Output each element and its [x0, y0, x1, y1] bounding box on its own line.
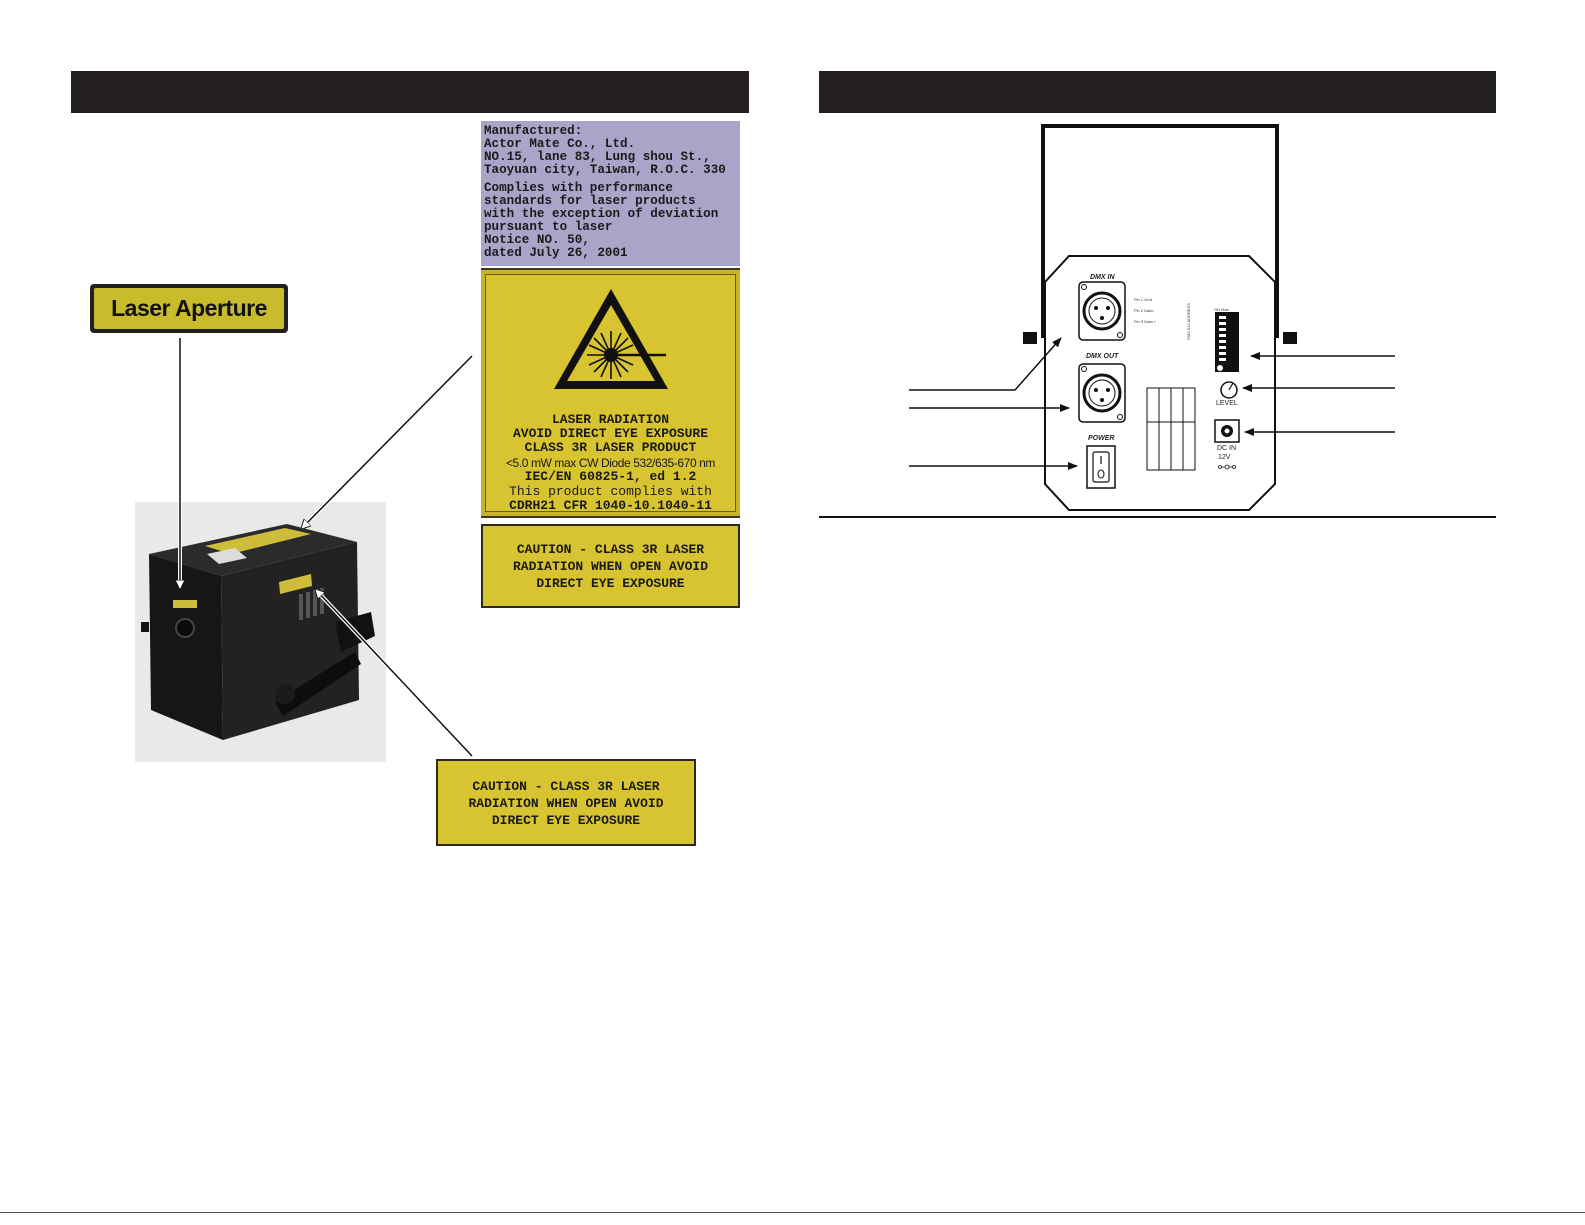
- caution-label-arrow: [316, 590, 473, 757]
- left-leader-arrows: [0, 338, 474, 758]
- laser-aperture-label: Laser Aperture: [90, 284, 288, 333]
- mfg-line: NO.15, lane 83, Lung shou St.,: [484, 150, 711, 164]
- mfg-line: Actor Mate Co., Ltd.: [484, 137, 636, 151]
- mfg-line: Complies with performance: [484, 181, 673, 195]
- dmx-out-label: DMX OUT: [1086, 353, 1119, 360]
- mfg-line: pursuant to laser: [484, 220, 613, 234]
- product-photo: [135, 502, 386, 762]
- warning-label-arrow: [302, 355, 473, 528]
- mfg-line: Notice NO. 50,: [484, 233, 590, 247]
- warning-line: LASER RADIATION: [551, 412, 670, 427]
- laser-aperture-text: Laser Aperture: [94, 288, 284, 329]
- warning-line: <5.0 mW max CW Diode 532/635-670 nm: [505, 456, 716, 470]
- dc-in-label: DC IN: [1217, 445, 1237, 452]
- caution-label-upper: CAUTION - CLASS 3R LASER RADIATION WHEN …: [481, 524, 740, 608]
- caution-line: RADIATION WHEN OPEN AVOID: [468, 796, 664, 811]
- pin-label: Pin 3 Data +: [1134, 319, 1157, 324]
- left-section-header-bar: [71, 71, 749, 113]
- mfg-line: with the exception of deviation: [484, 207, 719, 221]
- warning-line: This product complies with: [509, 484, 712, 499]
- callout-dmx-in: [909, 337, 1062, 391]
- warning-line: CDRH21 CFR 1040-10.1040-11: [509, 498, 712, 513]
- warning-line: CLASS 3R LASER PRODUCT: [524, 440, 697, 455]
- manufacturer-label: Manufactured: Actor Mate Co., Ltd. NO.15…: [481, 121, 740, 266]
- laser-hazard-icon: [554, 289, 668, 389]
- mfg-line: Manufactured:: [484, 124, 583, 138]
- rear-panel-diagram: [819, 124, 1496, 518]
- caution-line: DIRECT EYE EXPOSURE: [536, 576, 685, 591]
- pin-label: Pin 2 Data -: [1134, 308, 1156, 313]
- caution-line: CAUTION - CLASS 3R LASER: [472, 779, 660, 794]
- right-section-header-bar: [819, 71, 1496, 113]
- warning-label-inner: LASER RADIATION AVOID DIRECT EYE EXPOSUR…: [485, 274, 736, 513]
- laser-unit-illustration: [141, 524, 375, 740]
- page-bottom-rule: [0, 1212, 1585, 1213]
- pin-label: Pin 1 Gnd: [1134, 297, 1152, 302]
- caution-label-lower: CAUTION - CLASS 3R LASER RADIATION WHEN …: [436, 759, 696, 846]
- dip-on-label: ON Mas: [1214, 307, 1229, 312]
- level-label: LEVEL: [1216, 400, 1238, 407]
- laser-warning-label: LASER RADIATION AVOID DIRECT EYE EXPOSUR…: [481, 268, 740, 518]
- mfg-line: dated July 26, 2001: [484, 246, 628, 260]
- dip-address-label: DMX 512 ADDRESS: [1186, 303, 1191, 340]
- caution-line: RADIATION WHEN OPEN AVOID: [512, 559, 709, 574]
- caution-line: DIRECT EYE EXPOSURE: [491, 813, 641, 828]
- caution-line: CAUTION - CLASS 3R LASER: [516, 542, 705, 557]
- warning-line: IEC/EN 60825-1, ed 1.2: [524, 469, 697, 484]
- warning-line: AVOID DIRECT EYE EXPOSURE: [512, 426, 709, 441]
- mfg-line: standards for laser products: [484, 194, 696, 208]
- mfg-line: Taoyuan city, Taiwan, R.O.C. 330: [484, 163, 726, 177]
- dmx-in-label: DMX IN: [1090, 274, 1115, 281]
- dc-voltage-label: 12V: [1218, 454, 1231, 461]
- power-label: POWER: [1088, 435, 1115, 442]
